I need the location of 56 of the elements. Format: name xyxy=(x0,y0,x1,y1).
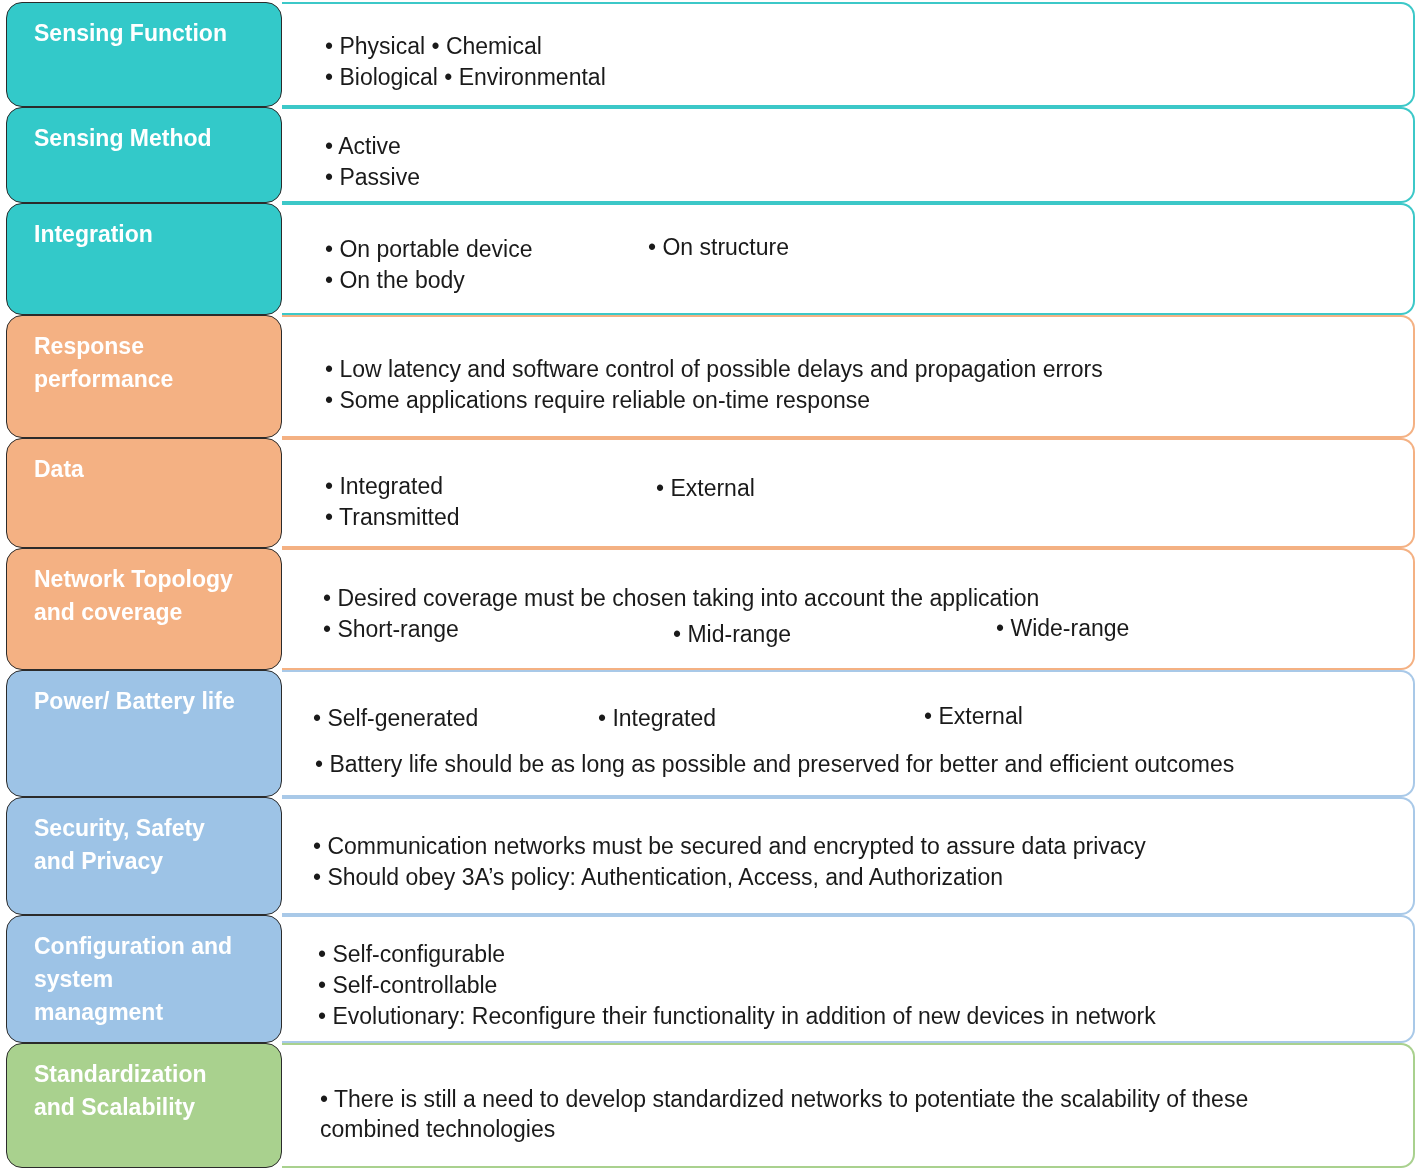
bullet-text: • Some applications require reliable on-time response xyxy=(325,386,870,415)
category-box xyxy=(6,107,282,203)
category-box xyxy=(6,203,282,315)
bullet-text: • External xyxy=(656,474,755,503)
description-panel xyxy=(282,315,1415,438)
category-heading: Sensing Method xyxy=(34,124,213,153)
bullet-text: • On portable device xyxy=(325,235,533,264)
category-box xyxy=(6,315,282,438)
bullet-text: • Self-generated xyxy=(313,704,479,733)
category-heading: Data xyxy=(34,455,85,484)
category-box xyxy=(6,915,282,1043)
bullet-text: • On the body xyxy=(325,266,465,295)
bullet-text: • On structure xyxy=(648,233,789,262)
bullet-text: • Active xyxy=(325,132,401,161)
bullet-text: • Desired coverage must be chosen taking into account the application xyxy=(323,584,1040,613)
bullet-text: • Battery life should be as long as possible and preserved for better and efficient outcomes xyxy=(315,750,1235,779)
description-panel xyxy=(282,1043,1415,1168)
category-box xyxy=(6,438,282,548)
description-panel xyxy=(282,548,1415,670)
bullet-text: • Low latency and software control of possible delays and propagation errors xyxy=(325,355,1103,384)
category-box xyxy=(6,797,282,915)
bullet-text: • There is still a need to develop standardized networks to potentiate the scalability of these combined technologies xyxy=(320,1085,1250,1144)
category-heading: Security, Safety and Privacy xyxy=(34,814,206,876)
category-box xyxy=(6,2,282,107)
category-heading: Power/ Battery life xyxy=(34,687,236,716)
bullet-text: • Mid-range xyxy=(673,620,791,649)
bullet-text: • Communication networks must be secured and encrypted to assure data privacy xyxy=(313,832,1146,861)
bullet-text: • Integrated xyxy=(598,704,717,733)
category-heading: Standardization and Scalability xyxy=(34,1060,208,1122)
bullet-text: • Transmitted xyxy=(325,503,460,532)
bullet-text: • Evolutionary: Reconfigure their functionality in addition of new devices in network xyxy=(318,1002,1156,1031)
category-box xyxy=(6,548,282,670)
bullet-text: • Physical • Chemical xyxy=(325,32,542,61)
description-panel xyxy=(282,670,1415,797)
bullet-text: • Self-controllable xyxy=(318,971,498,1000)
category-heading: Configuration and system managment xyxy=(34,932,234,1027)
description-panel xyxy=(282,438,1415,548)
description-panel xyxy=(282,203,1415,315)
category-box xyxy=(6,670,282,797)
bullet-text: • Should obey 3A’s policy: Authentication, Access, and Authorization xyxy=(313,863,1003,892)
category-heading: Integration xyxy=(34,220,154,249)
description-panel xyxy=(282,797,1415,915)
bullet-text: • External xyxy=(924,702,1023,731)
category-box xyxy=(6,1043,282,1168)
bullet-text: • Wide-range xyxy=(996,614,1130,643)
bullet-text: • Passive xyxy=(325,163,420,192)
description-panel xyxy=(282,2,1415,107)
bullet-text: • Short-range xyxy=(323,615,459,644)
description-panel xyxy=(282,915,1415,1043)
bullet-text: • Self-configurable xyxy=(318,940,506,969)
category-heading: Sensing Function xyxy=(34,19,228,48)
description-panel xyxy=(282,107,1415,203)
category-heading: Network Topology and coverage xyxy=(34,565,234,627)
bullet-text: • Biological • Environmental xyxy=(325,63,606,92)
category-heading: Response performance xyxy=(34,332,175,394)
bullet-text: • Integrated xyxy=(325,472,444,501)
